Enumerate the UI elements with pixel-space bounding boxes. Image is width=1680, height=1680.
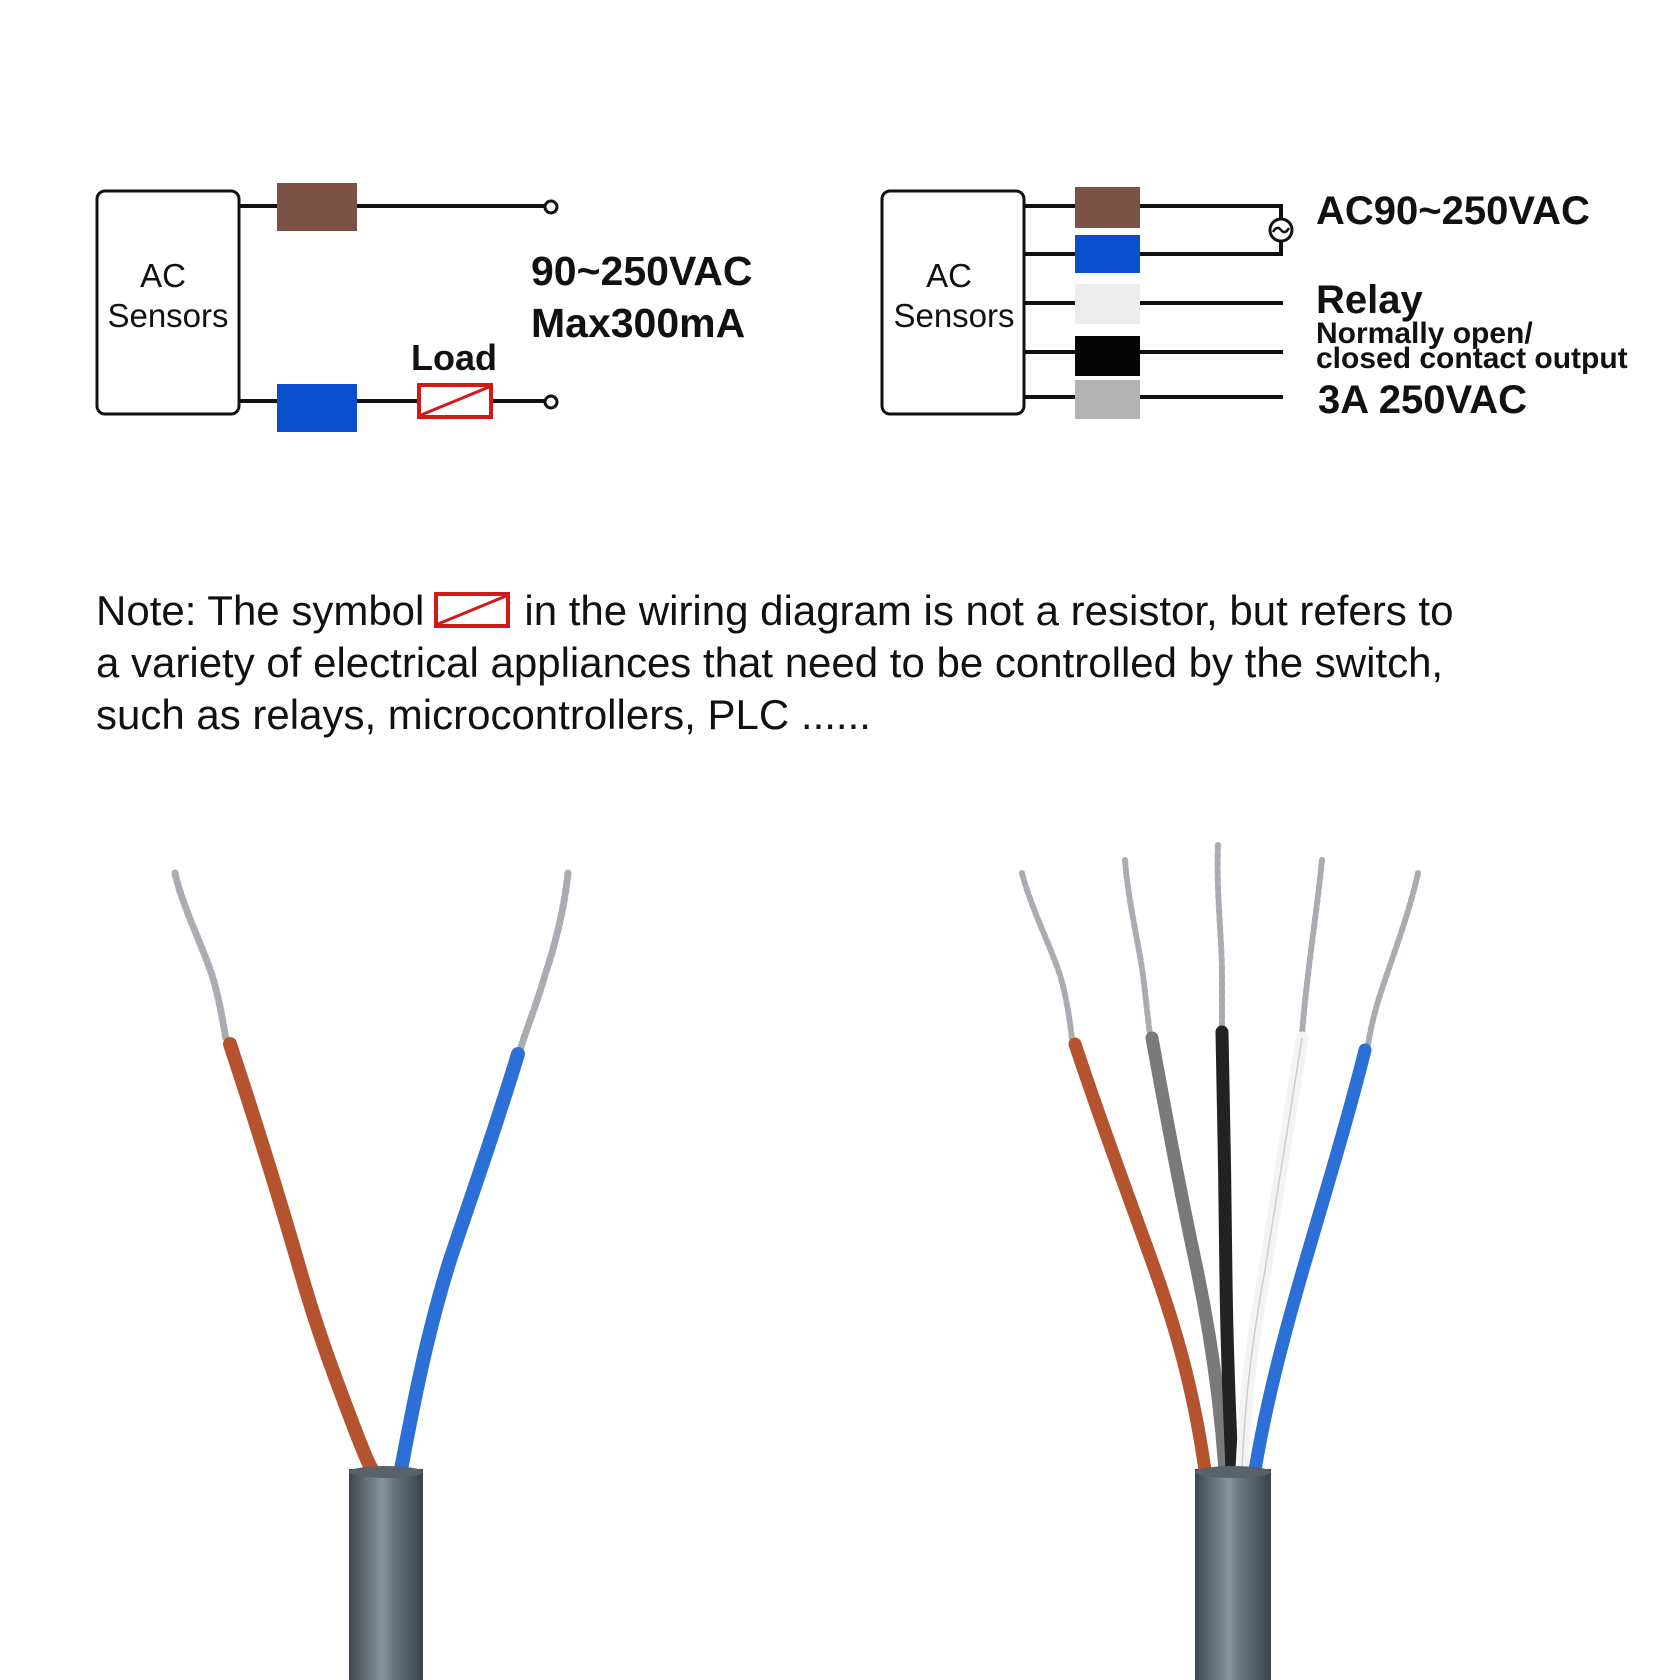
conductor-tip	[1365, 870, 1421, 1048]
relay-desc-line1: Normally open/	[1316, 317, 1533, 350]
note-line-1: Note: The symbol in the wiring diagram is…	[96, 585, 1656, 637]
wire-gray	[1145, 1031, 1232, 1477]
conductor-tip	[1299, 857, 1325, 1038]
sensor-label-ac: AC	[926, 257, 972, 294]
note-text: Note: The symbol in the wiring diagram is…	[96, 585, 1656, 741]
wire-blue	[393, 1047, 525, 1482]
note-line-2: a variety of electrical appliances that …	[96, 639, 1444, 686]
load-label: Load	[411, 337, 497, 378]
terminal-bottom	[543, 394, 559, 410]
left-diagram: AC Sensors Load 90~250VAC Max300mA	[95, 183, 752, 432]
note-line-3: such as relays, microcontrollers, PLC ..…	[96, 691, 871, 738]
sensor-box	[95, 189, 241, 416]
sensor-label-sensors: Sensors	[107, 297, 228, 334]
current-label: Max300mA	[531, 300, 745, 346]
note-prefix: Note: The symbol	[96, 587, 425, 634]
cable-jacket	[349, 1469, 423, 1680]
load-symbol-icon	[417, 383, 493, 419]
conductor-tip	[1214, 842, 1225, 1033]
wire-white-block	[1075, 284, 1140, 324]
wire-blue-block	[1075, 235, 1140, 273]
conductor-tip	[516, 869, 572, 1054]
conductor-tip	[1122, 857, 1153, 1038]
wire-gray-block	[1075, 380, 1140, 419]
wire-white-outline	[1241, 1037, 1303, 1471]
wire-brown-block	[277, 183, 357, 231]
right-diagram: AC Sensors AC90~250VAC Relay Normally op…	[880, 187, 1628, 422]
relay-rating: 3A 250VAC	[1318, 378, 1527, 422]
sensor-label-sensors: Sensors	[893, 297, 1014, 334]
cable-jacket	[1195, 1469, 1271, 1680]
wire-blue-block	[277, 384, 357, 432]
sensor-label-ac: AC	[140, 257, 186, 294]
wire-black-block	[1075, 336, 1140, 376]
note-after-symbol: in the wiring diagram is not a resistor,…	[524, 587, 1454, 634]
relay-desc-line2: closed contact output	[1316, 342, 1628, 375]
relay-title: Relay	[1316, 278, 1423, 322]
voltage-label: 90~250VAC	[531, 248, 752, 294]
load-symbol-icon	[434, 591, 511, 628]
wire-black	[1215, 1025, 1239, 1477]
wire-brown	[223, 1037, 385, 1482]
wire-brown-block	[1075, 187, 1140, 228]
terminal-top	[543, 199, 559, 215]
conductor-tip	[171, 869, 230, 1044]
ac-source-icon	[1268, 217, 1294, 243]
cable-5-wire	[1019, 842, 1421, 1680]
cable-2-wire	[171, 869, 572, 1680]
conductor-tip	[1019, 870, 1075, 1043]
wire-brown	[1068, 1037, 1212, 1477]
supply-label: AC90~250VAC	[1316, 189, 1590, 233]
wire-blue	[1248, 1043, 1372, 1477]
